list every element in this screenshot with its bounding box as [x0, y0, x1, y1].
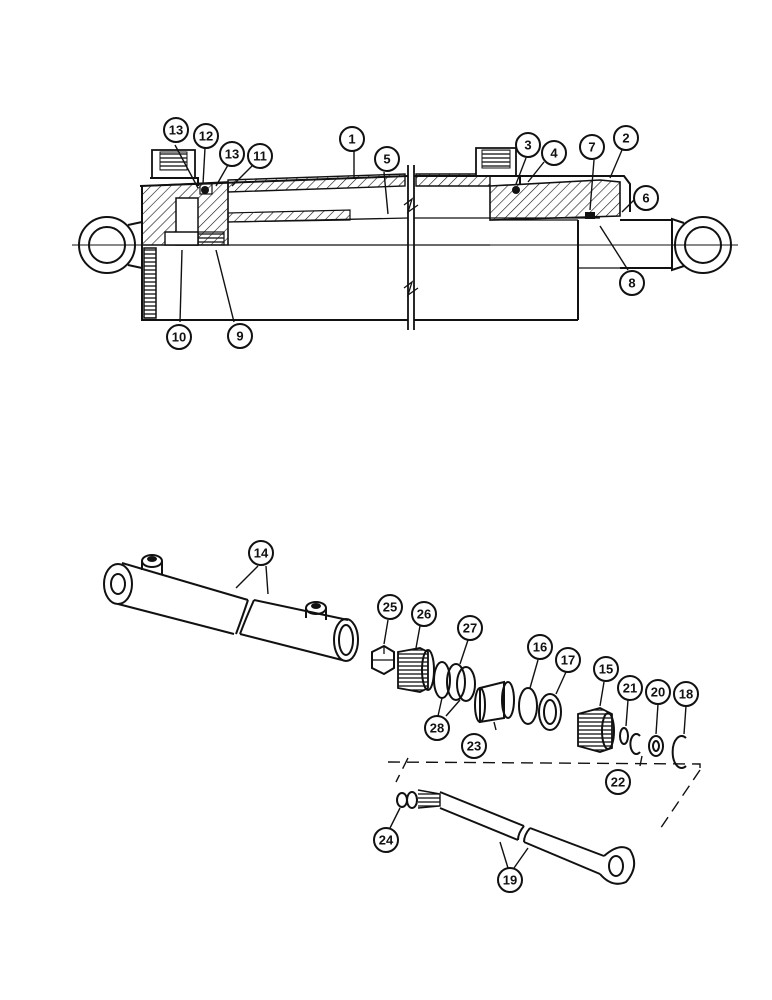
head-gland-section — [489, 179, 621, 320]
spacer-part-23 — [474, 680, 515, 724]
svg-text:16: 16 — [533, 640, 547, 655]
backup-ring-part-17 — [538, 693, 562, 731]
svg-text:5: 5 — [383, 152, 390, 167]
svg-text:17: 17 — [561, 653, 575, 668]
callout-4: 4 — [541, 140, 567, 166]
port-fitting-right — [472, 147, 521, 184]
callout-27: 27 — [457, 615, 483, 641]
callout-21: 21 — [617, 675, 643, 701]
svg-text:25: 25 — [383, 600, 397, 615]
callout-11: 11 — [247, 143, 273, 169]
svg-text:22: 22 — [611, 775, 625, 790]
callout-7: 7 — [579, 134, 605, 160]
callout-1: 1 — [339, 126, 365, 152]
callout-16: 16 — [527, 634, 553, 660]
svg-text:26: 26 — [417, 607, 431, 622]
svg-text:2: 2 — [622, 131, 629, 146]
callout-23: 23 — [461, 733, 487, 759]
wiper-part-21 — [619, 727, 629, 745]
svg-text:9: 9 — [236, 329, 243, 344]
callout-20: 20 — [645, 679, 671, 705]
callout-26: 26 — [411, 601, 437, 627]
sectional-assembly-view — [72, 147, 738, 330]
callout-3: 3 — [515, 132, 541, 158]
callout-13a: 13 — [163, 117, 189, 143]
svg-text:13: 13 — [225, 147, 239, 162]
svg-text:12: 12 — [199, 129, 213, 144]
callout-28: 28 — [424, 715, 450, 741]
callout-18: 18 — [673, 681, 699, 707]
callout-25: 25 — [377, 594, 403, 620]
exploded-view — [103, 554, 701, 885]
svg-text:7: 7 — [588, 140, 595, 155]
callout-15: 15 — [593, 656, 619, 682]
break-lines — [403, 165, 419, 330]
svg-text:10: 10 — [172, 330, 186, 345]
callout-22: 22 — [605, 769, 631, 795]
callout-24: 24 — [373, 827, 399, 853]
svg-text:21: 21 — [623, 681, 637, 696]
callout-2: 2 — [613, 125, 639, 151]
svg-text:8: 8 — [628, 276, 635, 291]
dashed-grouping-bracket — [387, 757, 701, 833]
callout-10: 10 — [166, 324, 192, 350]
svg-text:3: 3 — [524, 138, 531, 153]
callout-13b: 13 — [219, 141, 245, 167]
svg-text:4: 4 — [550, 146, 558, 161]
callout-9: 9 — [227, 323, 253, 349]
barrel-part-14 — [103, 554, 359, 662]
svg-text:18: 18 — [679, 687, 693, 702]
svg-text:20: 20 — [651, 685, 665, 700]
callout-17: 17 — [555, 647, 581, 673]
seal-rings-part-27-28 — [433, 661, 476, 702]
svg-text:14: 14 — [254, 546, 269, 561]
svg-text:1: 1 — [348, 132, 355, 147]
svg-text:23: 23 — [467, 739, 481, 754]
callout-12: 12 — [193, 123, 219, 149]
callout-5: 5 — [374, 146, 400, 172]
svg-text:19: 19 — [503, 873, 517, 888]
callout-14: 14 — [248, 540, 274, 566]
head-part-15 — [577, 707, 615, 753]
nut-part-25 — [371, 644, 395, 676]
port-fitting-left — [150, 149, 199, 186]
svg-text:13: 13 — [169, 123, 183, 138]
svg-text:28: 28 — [430, 721, 444, 736]
barrel-wall-section — [227, 173, 406, 193]
leader-lines — [174, 144, 687, 869]
snap-ring-part-22 — [629, 733, 641, 755]
knurled-base-end — [143, 247, 157, 319]
rod-end-eye — [671, 216, 732, 274]
piston-rod-part-19 — [406, 789, 636, 885]
callout-6: 6 — [633, 185, 659, 211]
callout-19: 19 — [497, 867, 523, 893]
svg-text:27: 27 — [463, 621, 477, 636]
svg-text:15: 15 — [599, 662, 613, 677]
piston-section — [141, 181, 229, 246]
svg-text:6: 6 — [642, 191, 649, 206]
piston-part-26 — [397, 647, 435, 693]
o-ring-part-16 — [518, 687, 538, 725]
washer-part-20 — [648, 735, 664, 757]
svg-text:11: 11 — [253, 149, 267, 164]
callout-8: 8 — [619, 270, 645, 296]
svg-text:24: 24 — [379, 833, 394, 848]
retaining-ring-part-18 — [671, 735, 687, 769]
washer-part-24 — [396, 792, 408, 808]
